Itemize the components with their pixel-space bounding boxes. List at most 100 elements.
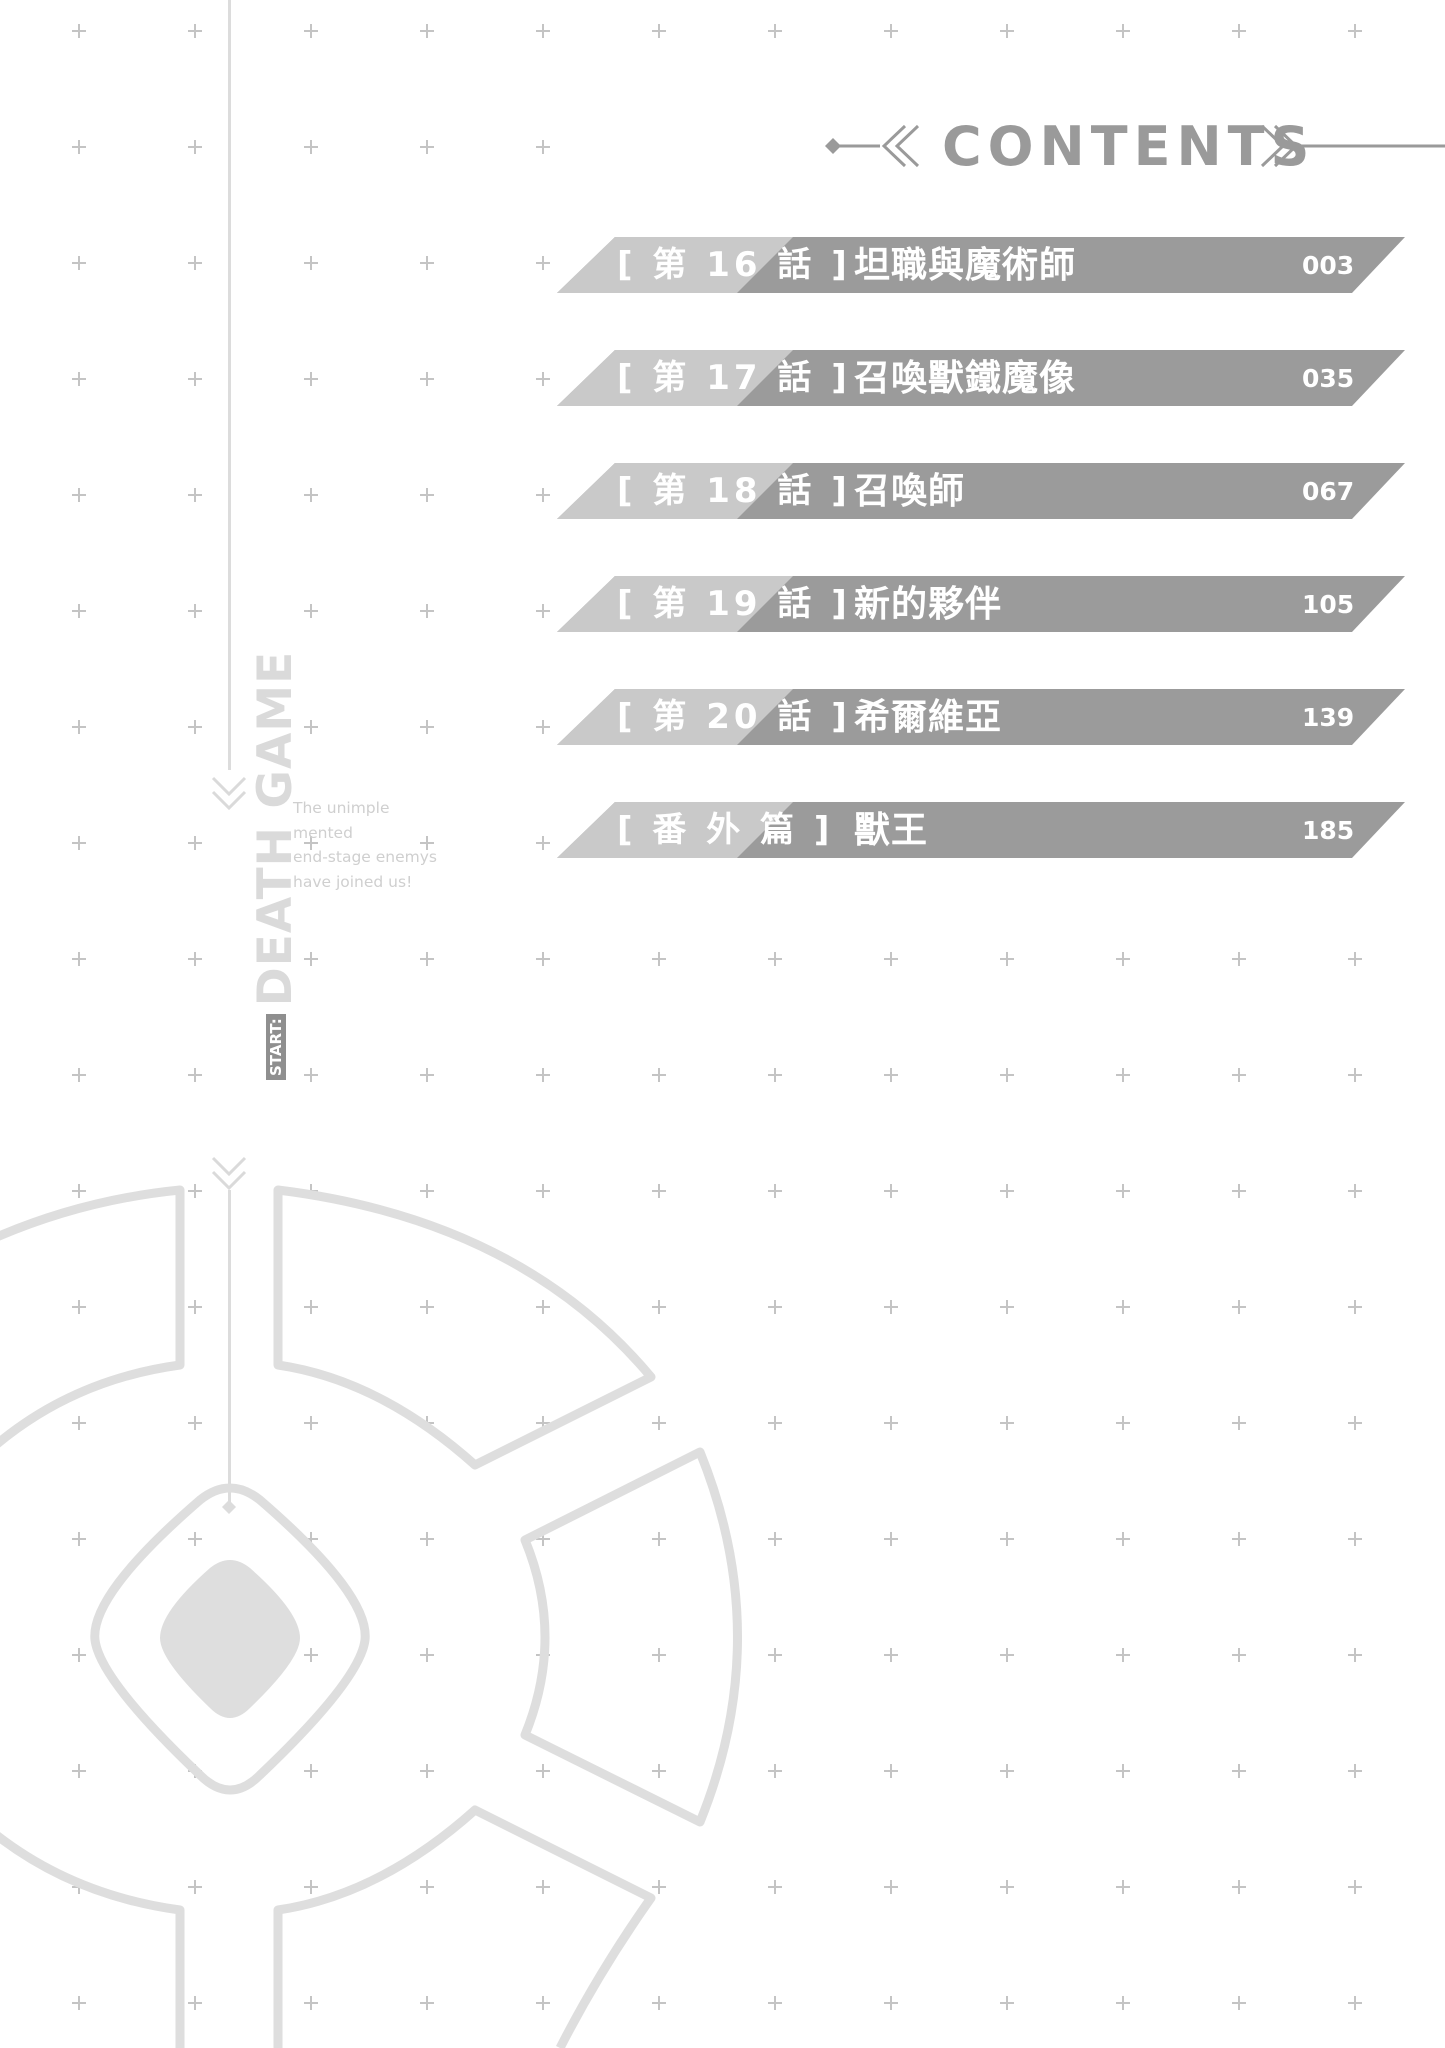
plus-cross-icon: [1116, 24, 1130, 38]
plus-cross-icon: [72, 256, 86, 270]
plus-cross-icon: [1116, 1184, 1130, 1198]
plus-cross-icon: [72, 140, 86, 154]
plus-cross-icon: [188, 1068, 202, 1082]
plus-cross-icon: [72, 1532, 86, 1546]
plus-cross-icon: [536, 1764, 550, 1778]
plus-cross-icon: [72, 1068, 86, 1082]
plus-cross-icon: [652, 1648, 666, 1662]
plus-cross-icon: [1000, 1996, 1014, 2010]
start-badge: START:: [265, 1014, 286, 1080]
vertical-guide-line-top: [228, 0, 231, 770]
plus-cross-icon: [420, 1764, 434, 1778]
plus-cross-icon: [1116, 1996, 1130, 2010]
plus-cross-icon: [72, 372, 86, 386]
plus-cross-icon: [536, 256, 550, 270]
toc-page-number: 067: [1302, 477, 1355, 506]
plus-cross-icon: [1116, 1532, 1130, 1546]
plus-cross-icon: [420, 720, 434, 734]
plus-cross-icon: [1116, 1068, 1130, 1082]
plus-cross-icon: [1000, 1184, 1014, 1198]
plus-cross-icon: [304, 140, 318, 154]
plus-cross-icon: [768, 1300, 782, 1314]
plus-cross-icon: [768, 952, 782, 966]
plus-cross-icon: [1348, 1764, 1362, 1778]
plus-cross-icon: [188, 1764, 202, 1778]
plus-cross-icon: [652, 1068, 666, 1082]
contents-title: CONTENTS: [942, 115, 1316, 178]
plus-cross-icon: [420, 24, 434, 38]
plus-cross-icon: [884, 1532, 898, 1546]
plus-cross-icon: [536, 1300, 550, 1314]
plus-cross-icon: [652, 1996, 666, 2010]
plus-cross-icon: [188, 140, 202, 154]
plus-cross-icon: [652, 952, 666, 966]
plus-cross-icon: [1000, 952, 1014, 966]
plus-cross-icon: [188, 836, 202, 850]
plus-cross-icon: [536, 720, 550, 734]
plus-cross-icon: [72, 1880, 86, 1894]
plus-cross-icon: [304, 1184, 318, 1198]
toc-chapter-title: 召喚獸鐵魔像: [854, 358, 1077, 399]
plus-cross-icon: [304, 24, 318, 38]
plus-cross-icon: [536, 140, 550, 154]
plus-cross-icon: [1000, 1068, 1014, 1082]
plus-cross-icon: [884, 1416, 898, 1430]
plus-cross-icon: [188, 720, 202, 734]
plus-cross-icon: [420, 372, 434, 386]
plus-cross-icon: [304, 256, 318, 270]
plus-cross-icon: [884, 24, 898, 38]
plus-cross-icon: [72, 952, 86, 966]
plus-cross-icon: [536, 836, 550, 850]
plus-cross-icon: [304, 836, 318, 850]
plus-cross-icon: [1348, 1532, 1362, 1546]
plus-cross-icon: [1232, 1996, 1246, 2010]
plus-cross-icon: [72, 720, 86, 734]
plus-cross-icon: [304, 604, 318, 618]
plus-cross-icon: [72, 604, 86, 618]
plus-cross-icon: [884, 1068, 898, 1082]
plus-cross-icon: [536, 1416, 550, 1430]
plus-cross-icon: [884, 952, 898, 966]
plus-cross-icon: [420, 604, 434, 618]
toc-chapter-title: 坦職與魔術師: [854, 245, 1077, 286]
plus-cross-icon: [420, 488, 434, 502]
plus-cross-icon: [536, 1532, 550, 1546]
plus-cross-icon: [1116, 1300, 1130, 1314]
plus-cross-icon: [188, 1184, 202, 1198]
plus-cross-icon: [1232, 952, 1246, 966]
toc-bar-shape: [557, 802, 1405, 858]
plus-cross-icon: [884, 1300, 898, 1314]
plus-cross-icon: [72, 1764, 86, 1778]
plus-cross-icon: [72, 488, 86, 502]
plus-cross-icon: [536, 1184, 550, 1198]
plus-cross-icon: [652, 1532, 666, 1546]
plus-cross-icon: [1348, 1416, 1362, 1430]
plus-cross-icon: [304, 1068, 318, 1082]
toc-chapter-label: [ 第 19 話 ]: [617, 584, 851, 624]
plus-cross-icon: [1348, 952, 1362, 966]
plus-cross-icon: [188, 372, 202, 386]
plus-cross-icon: [420, 1880, 434, 1894]
plus-cross-icon: [884, 1880, 898, 1894]
plus-cross-icon: [1348, 24, 1362, 38]
plus-cross-icon: [304, 1416, 318, 1430]
plus-cross-icon: [420, 952, 434, 966]
plus-cross-icon: [1232, 1532, 1246, 1546]
plus-cross-icon: [1116, 1764, 1130, 1778]
plus-cross-icon: [1348, 1648, 1362, 1662]
plus-cross-icon: [72, 1416, 86, 1430]
plus-cross-icon: [768, 1996, 782, 2010]
plus-cross-icon: [536, 488, 550, 502]
toc-bar-shape: [557, 689, 1405, 745]
plus-cross-icon: [188, 1648, 202, 1662]
plus-cross-icon: [72, 1300, 86, 1314]
plus-cross-icon: [188, 1880, 202, 1894]
plus-cross-icon: [536, 1648, 550, 1662]
